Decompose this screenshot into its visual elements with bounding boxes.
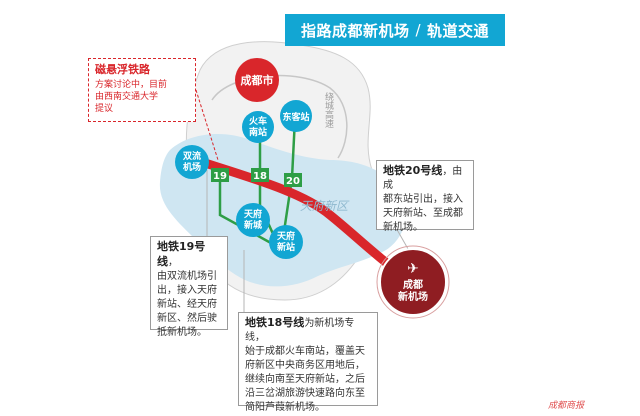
svg-text:18: 18 xyxy=(253,171,267,182)
maglev-heading: 磁悬浮铁路 xyxy=(95,63,150,76)
svg-text:新站: 新站 xyxy=(277,241,295,253)
station-tianfu-xincheng: 天府 新城 xyxy=(236,203,270,237)
svg-text:双流: 双流 xyxy=(183,150,201,162)
svg-text:火车: 火车 xyxy=(249,115,267,127)
badge-line-18: 18 xyxy=(251,168,269,182)
svg-text:新城: 新城 xyxy=(244,219,262,231)
svg-text:机场: 机场 xyxy=(183,161,201,173)
info-line-18: 地铁18号线为新机场专线， 始于成都火车南站，覆盖天 府新区中央商务区用地后， … xyxy=(238,312,378,413)
leader-maglev xyxy=(195,89,219,161)
station-dongkezhan: 东客站 xyxy=(280,100,312,132)
maglev-desc-2: 由西南交通大学 xyxy=(95,92,159,102)
station-shuangliu-airport: 双流 机场 xyxy=(175,145,209,179)
svg-text:东客站: 东客站 xyxy=(282,111,309,123)
info-line-19: 地铁19号线， 由双流机场引 出，接入天府 新站、经天府 新区、然后驶 抵新机场… xyxy=(150,236,228,338)
svg-text:成都市: 成都市 xyxy=(241,73,274,87)
station-tianfu-xinzhan: 天府 新站 xyxy=(269,225,303,259)
badge-line-20: 20 xyxy=(284,173,302,187)
info-line-20: 地铁20号线，由成 都东站引出，接入 天府新站、至成都 新机场。 xyxy=(376,160,474,233)
ring-road-label: 绕城高速 xyxy=(323,91,334,129)
svg-text:20: 20 xyxy=(286,176,300,187)
station-huoche-nanzhan: 火车 南站 xyxy=(242,111,274,143)
metro-line-19 xyxy=(218,170,281,250)
svg-text:19: 19 xyxy=(213,171,227,182)
svg-text:天府: 天府 xyxy=(277,230,295,242)
page-title: 指路成都新机场 / 轨道交通 xyxy=(285,14,505,46)
svg-text:南站: 南站 xyxy=(249,126,267,138)
station-new-airport: ✈ 成都 新机场 xyxy=(376,245,450,319)
tianfu-district-label: 天府新区 xyxy=(300,199,350,213)
svg-text:天府: 天府 xyxy=(244,208,262,220)
airplane-icon: ✈ xyxy=(407,261,419,277)
maglev-route xyxy=(185,153,417,287)
maglev-desc-1: 方案讨论中，目前 xyxy=(95,80,168,90)
watermark: 成都商报 xyxy=(548,401,585,411)
badge-line-19: 19 xyxy=(211,168,229,182)
svg-text:新机场: 新机场 xyxy=(398,290,428,303)
maglev-note: 磁悬浮铁路 方案讨论中，目前 由西南交通大学 提议 xyxy=(88,58,196,122)
maglev-desc-3: 提议 xyxy=(95,104,114,114)
svg-text:成都: 成都 xyxy=(403,278,423,291)
station-chengdu-city: 成都市 xyxy=(235,58,279,102)
